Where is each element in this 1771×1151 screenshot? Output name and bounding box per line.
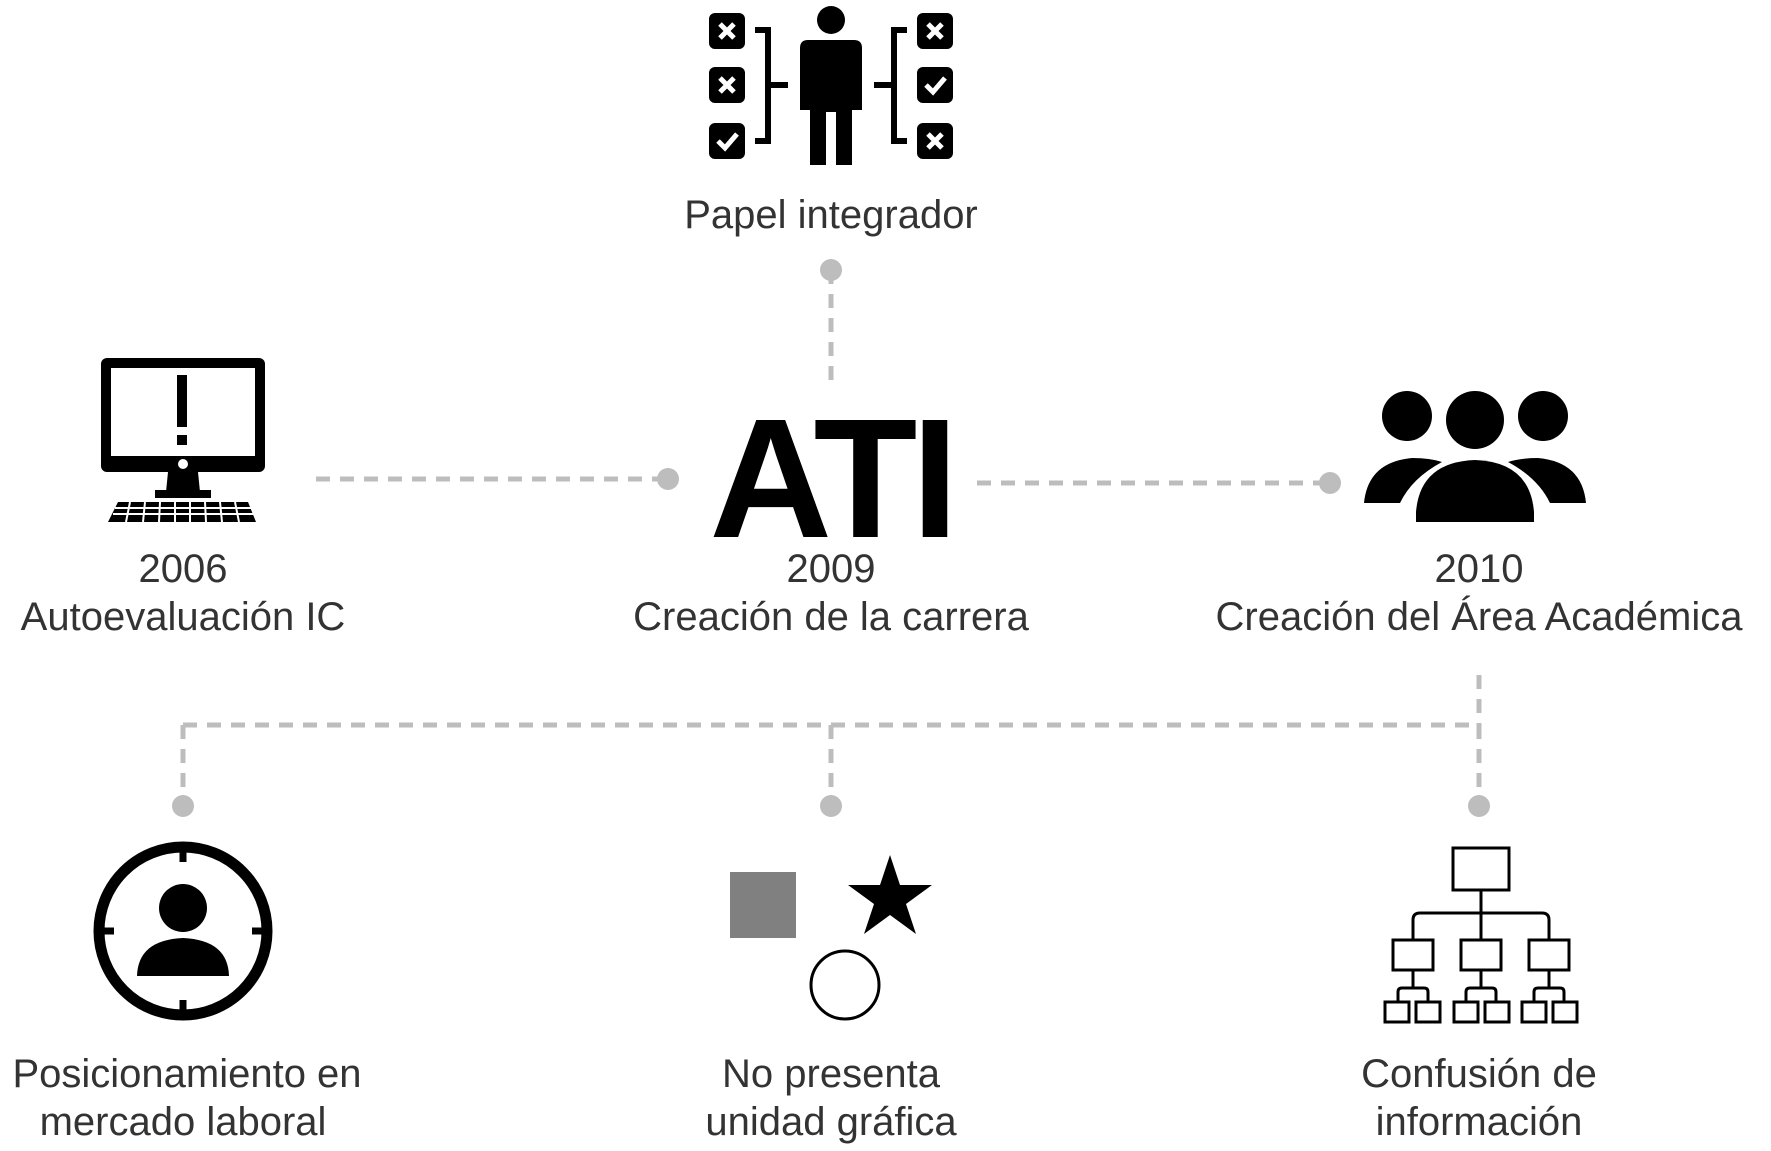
- dot-2010: [1319, 472, 1341, 494]
- target-person-icon: [93, 841, 273, 1021]
- circle-outline-icon: [809, 949, 881, 1021]
- org-chart-icon: [1383, 846, 1579, 1024]
- connectors: [180, 270, 1482, 805]
- dot-papel: [820, 259, 842, 281]
- computer-warning-icon: [101, 358, 265, 523]
- group-people-icon: [1364, 391, 1586, 522]
- posicionamiento-line1: Posicionamiento en: [12, 1052, 362, 1096]
- dot-confusion: [1468, 795, 1490, 817]
- unidad-line2: unidad gráfica: [705, 1100, 957, 1144]
- unidad-line1: No presenta: [722, 1052, 940, 1096]
- node-2009-label: Creación de la carrera: [633, 595, 1029, 639]
- node-2009-year: 2009: [786, 547, 876, 591]
- node-2006-year: 2006: [138, 547, 228, 591]
- posicionamiento-line2: mercado laboral: [39, 1100, 327, 1144]
- confusion-line1: Confusión de: [1361, 1052, 1597, 1096]
- dot-posicionamiento: [172, 795, 194, 817]
- dot-ati-left: [657, 468, 679, 490]
- papel-integrador-label: Papel integrador: [684, 193, 978, 237]
- confusion-line2: información: [1375, 1100, 1583, 1144]
- node-2010-year: 2010: [1434, 547, 1524, 591]
- node-2010-label: Creación del Área Académica: [1215, 595, 1743, 639]
- person-checklist-icon: [709, 6, 953, 165]
- star-icon: [848, 855, 932, 934]
- node-2006-label: Autoevaluación IC: [20, 595, 346, 639]
- ati-logo: ATI: [709, 384, 958, 574]
- connector-dots: [172, 259, 1490, 817]
- shapes-icon: [730, 855, 932, 1021]
- gray-square-icon: [730, 872, 796, 938]
- dot-unidad: [820, 795, 842, 817]
